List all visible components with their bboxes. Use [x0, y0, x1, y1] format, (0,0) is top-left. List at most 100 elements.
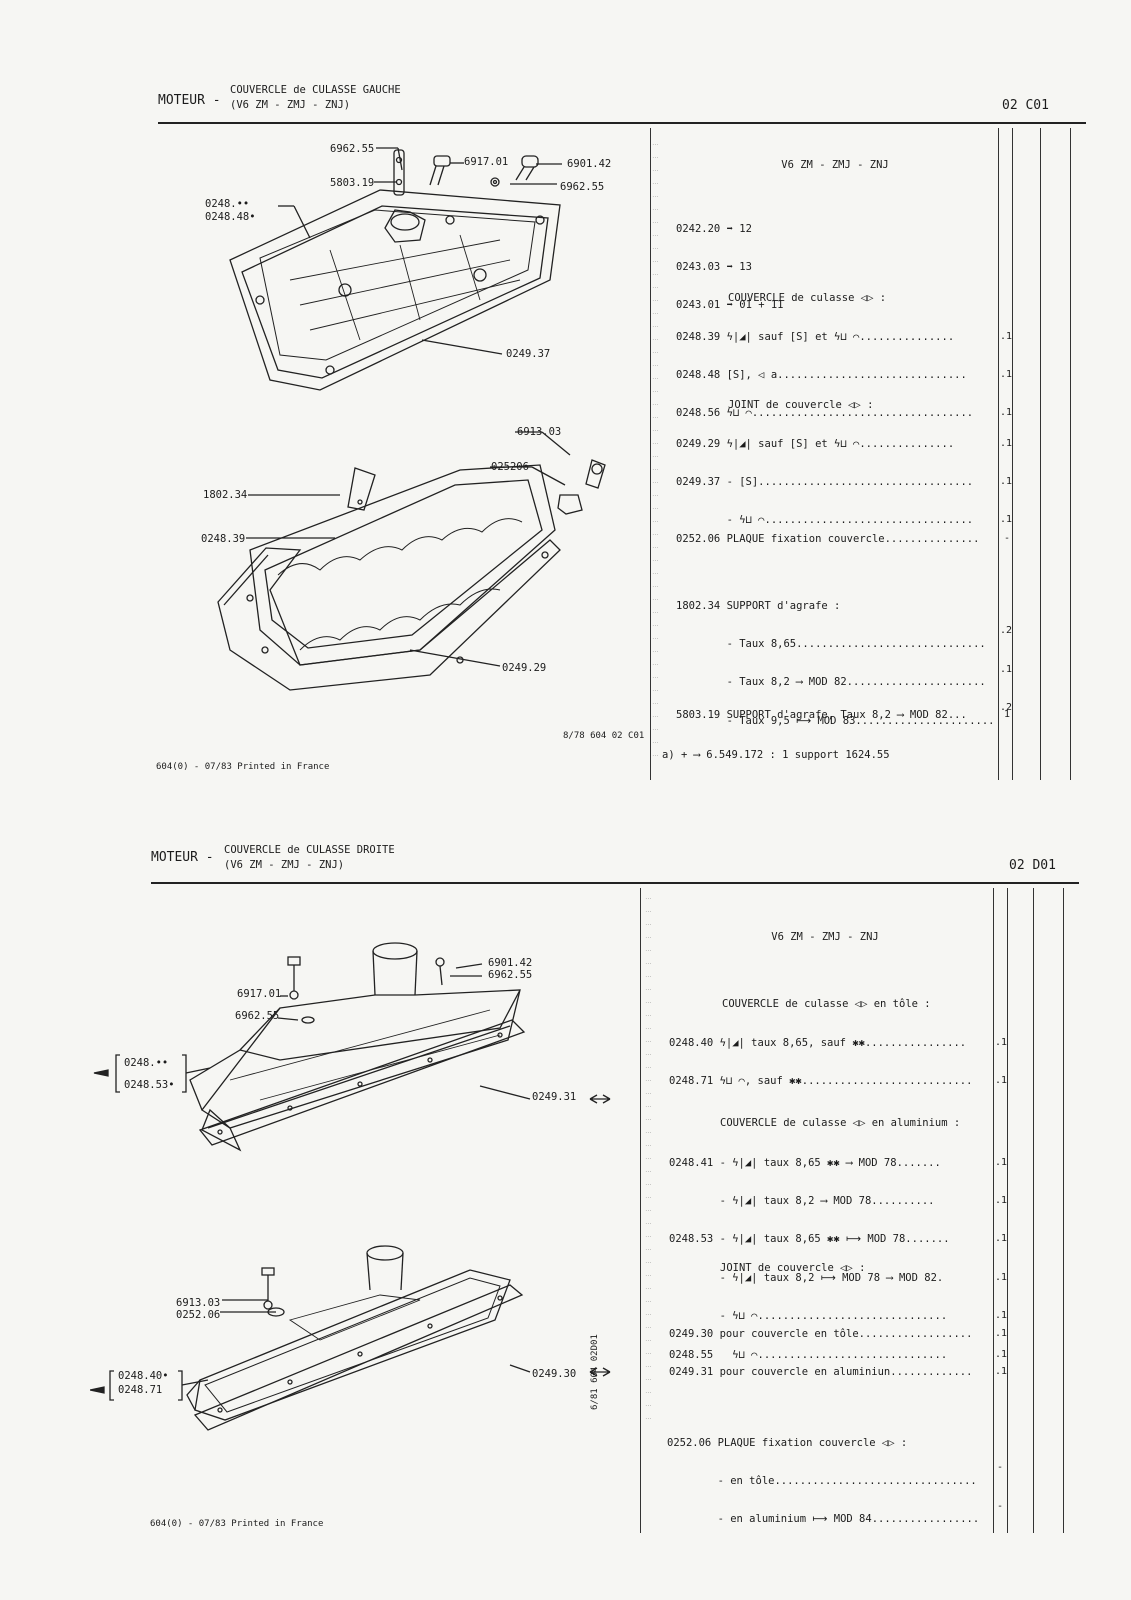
- top-group-qty: .1 .1 .1: [1000, 412, 1024, 553]
- part-line: 0249.37 - [S]...........................…: [676, 475, 974, 488]
- ref-target: 01 + 11: [739, 299, 784, 312]
- ref-code: 0243.03: [676, 260, 721, 273]
- bottom-column-divider: [640, 888, 641, 1533]
- callout-6913-03: 6913.03: [176, 1297, 221, 1309]
- top-qty-line-1: [998, 128, 999, 780]
- top-group-qty: .1 .1 .1: [1000, 305, 1024, 446]
- part-line: - ϟ|◢| taux 8,2 ⟼ MOD 78 ⟶ MOD 82.: [669, 1271, 944, 1284]
- qty-cell: .1: [995, 1233, 1008, 1245]
- top-note: a) + ⟶ 6.549.172 : 1 support 1624.55: [662, 749, 890, 761]
- callout-5803-19: 5803.19: [330, 177, 375, 189]
- callout-0249-30: 0249.30: [532, 1368, 577, 1380]
- part-line: - en tôle...............................…: [667, 1474, 977, 1487]
- part-line: 0248.71 ϟ⊔ ⌒, sauf ✱✱...................…: [669, 1074, 973, 1087]
- qty-cell: .2: [1000, 701, 1013, 713]
- top-page-code: 02 C01: [1002, 98, 1049, 113]
- bottom-category-label: MOTEUR: [151, 850, 198, 865]
- top-dash: -: [212, 93, 221, 108]
- top-group-heading: COUVERCLE de culasse ◁▷ :: [728, 292, 887, 304]
- part-line: 0248.55 ϟ⊔ ⌒............................…: [669, 1348, 948, 1361]
- top-category: MOTEUR -: [158, 93, 221, 108]
- qty-cell: .1: [995, 1271, 1008, 1283]
- bottom-dash: -: [205, 850, 214, 865]
- qty-cell: .2: [1000, 625, 1013, 637]
- top-group-qty: -: [1004, 507, 1028, 571]
- qty-cell: .1: [995, 1348, 1008, 1360]
- part-line: - ϟ⊔ ⌒..............................: [669, 1310, 948, 1323]
- part-line: 0252.06 PLAQUE fixation couvercle.......…: [676, 532, 980, 545]
- bottom-group-qty: - -: [997, 1411, 1021, 1539]
- callout-0248-48: 0248.48•: [205, 211, 256, 223]
- part-line: 0249.31 pour couvercle en aluminiun.....…: [669, 1365, 973, 1378]
- ref-target: 13: [739, 260, 752, 273]
- bottom-header-rule: [151, 882, 1079, 884]
- ref-arrow-icon: ➡: [726, 299, 733, 312]
- callout-6917-01: 6917.01: [464, 156, 509, 168]
- top-group-lines: 1802.34 SUPPORT d'agrafe : - Taux 8,65..…: [676, 574, 996, 753]
- top-group-lines: 0248.39 ϟ|◢| sauf [S] et ϟ⊔ ⌒...........…: [676, 305, 996, 446]
- top-exploded-drawing: [217, 147, 606, 691]
- part-line: 0248.56 ϟ⊔ ⌒............................…: [676, 407, 974, 420]
- qty-cell: .1: [995, 1074, 1008, 1086]
- qty-cell: .1: [995, 1156, 1008, 1168]
- callout-0248-40: 0248.40•: [118, 1370, 169, 1382]
- bottom-group-heading: COUVERCLE de culasse ◁▷ en aluminium :: [720, 1117, 961, 1129]
- callout-6901-42: 6901.42: [567, 158, 612, 170]
- top-qty-line-2: [1012, 128, 1013, 780]
- bottom-group-lines: 0249.30 pour couvercle en tôle..........…: [669, 1302, 991, 1404]
- bottom-qty-line-2: [1007, 888, 1008, 1533]
- part-line: - Taux 9,5 ⟼ MOD 83.....................…: [676, 714, 995, 727]
- qty-cell: .1: [1000, 330, 1013, 342]
- callout-0252-06: 0252.06: [176, 1309, 221, 1321]
- part-line: 0248.48 [S], ◁ a........................…: [676, 368, 967, 381]
- callout-0248: 0248.••: [124, 1057, 169, 1069]
- qty-cell: .1: [1000, 437, 1013, 449]
- bottom-group-qty: .1 .1: [995, 1011, 1019, 1113]
- top-title-line2: (V6 ZM - ZMJ - ZNJ): [230, 99, 351, 111]
- ref-code: 0243.01: [676, 299, 721, 312]
- ref-arrow-icon: ➡: [726, 260, 733, 273]
- ref-target: 12: [739, 222, 752, 235]
- part-line: 5803.19 SUPPORT d'agrafe, Taux 8,2 ⟶ MOD…: [676, 708, 967, 721]
- top-qty-line-3: [1040, 128, 1041, 780]
- top-drawing-code: 8/78 604 02 C01: [563, 731, 645, 741]
- callout-0248-53: 0248.53•: [124, 1079, 175, 1091]
- callout-0249-37: 0249.37: [506, 348, 551, 360]
- qty-cell: .1: [1000, 368, 1013, 380]
- callout-0249-29: 0249.29: [502, 662, 547, 674]
- top-header-rule: [158, 122, 1086, 124]
- bottom-title-line2: (V6 ZM - ZMJ - ZNJ): [224, 859, 345, 871]
- part-line: 0248.40 ϟ|◢| taux 8,65, sauf ✱✱.........…: [669, 1036, 967, 1049]
- bottom-qty-line-1: [993, 888, 994, 1533]
- top-category-label: MOTEUR: [158, 93, 205, 108]
- ref-row: 0243.01 ➡ 01 + 11: [676, 299, 784, 312]
- bottom-exploded-drawing: [90, 942, 611, 1431]
- callout-6962-55b: 6962.55: [560, 181, 605, 193]
- part-line: - Taux 8,65.............................…: [676, 637, 986, 650]
- qty-cell: .1: [995, 1036, 1008, 1048]
- bottom-group-qty: .1 .1 .1 .1 .1 .1: [995, 1131, 1019, 1387]
- top-title: COUVERCLE de CULASSE GAUCHE (V6 ZM - ZMJ…: [230, 83, 401, 113]
- callout-0248: 0248.••: [205, 198, 250, 210]
- top-group-heading: JOINT de couvercle ◁▷ :: [728, 399, 874, 411]
- qty-cell: .1: [995, 1327, 1008, 1339]
- ref-code: 0242.20: [676, 222, 721, 235]
- qty-cell: .1: [1000, 663, 1013, 675]
- bottom-group-heading: JOINT de couvercle ◁▷ :: [720, 1262, 866, 1274]
- top-group-lines: 0252.06 PLAQUE fixation couvercle.......…: [676, 507, 996, 571]
- callout-6901-42: 6901.42: [488, 957, 533, 969]
- bottom-qty-line-4: [1063, 888, 1064, 1533]
- qty-cell: .1: [995, 1310, 1008, 1322]
- bottom-group-lines: 0248.41 - ϟ|◢| taux 8,65 ✱✱ ⟶ MOD 78....…: [669, 1131, 991, 1387]
- part-line: - en aluminium ⟼ MOD 84.................: [667, 1513, 980, 1526]
- bottom-section-title: V6 ZM - ZMJ - ZNJ: [771, 931, 879, 943]
- bottom-group-qty: .1 .1: [995, 1302, 1019, 1404]
- bottom-qty-line-3: [1033, 888, 1034, 1533]
- part-line: 0248.53 - ϟ|◢| taux 8,65 ✱✱ ⟼ MOD 78....…: [669, 1233, 950, 1246]
- top-row-ticks: ········································…: [652, 142, 659, 758]
- qty-cell: .1: [1000, 514, 1013, 526]
- part-line: - ϟ⊔ ⌒.................................: [676, 514, 974, 527]
- bottom-category: MOTEUR -: [151, 850, 214, 865]
- callout-6962-55: 6962.55: [330, 143, 375, 155]
- callout-0249-31: 0249.31: [532, 1091, 577, 1103]
